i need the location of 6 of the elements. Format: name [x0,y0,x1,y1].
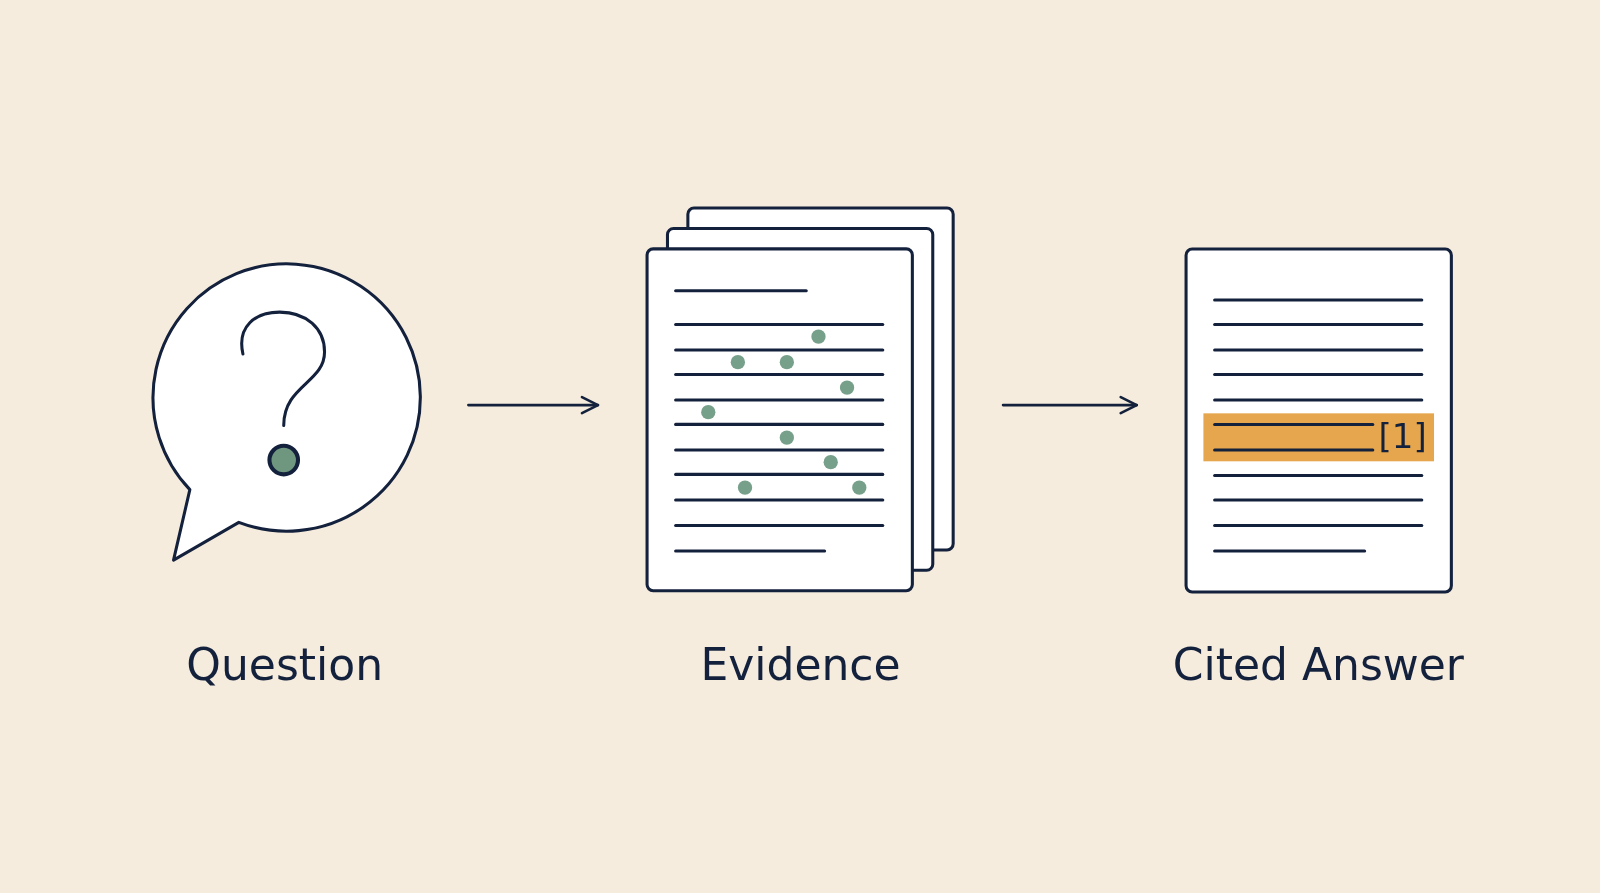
node-label: Cited Answer [1172,639,1464,692]
citation-marker: [1] [1378,417,1427,456]
node-label: Evidence [700,639,901,692]
node-label: Question [186,639,384,692]
arrow [1001,395,1139,415]
arrow [467,395,600,415]
